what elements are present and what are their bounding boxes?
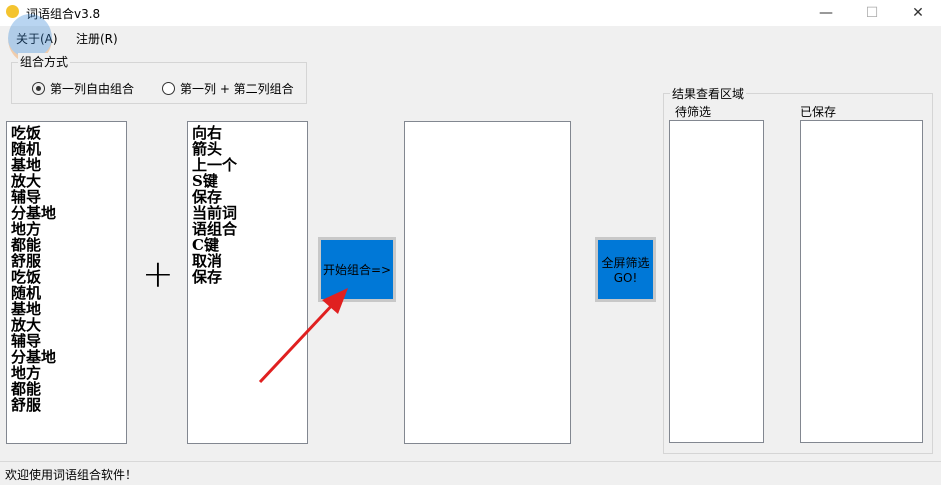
list-item[interactable]: 都能 xyxy=(11,380,42,398)
list-item[interactable]: 地方 xyxy=(11,364,42,382)
menu-bar: 关于(A) 注册(R) xyxy=(0,26,941,48)
app-icon xyxy=(6,5,19,18)
word-list-1[interactable]: 吃饭随机基地放大辅导分基地地方都能舒服吃饭随机基地放大辅导分基地地方都能舒服 xyxy=(6,121,127,444)
plus-icon: + xyxy=(142,252,174,296)
radio-checked-icon xyxy=(32,82,45,95)
list-item[interactable]: 基地 xyxy=(11,156,42,174)
list-item[interactable]: 随机 xyxy=(11,284,42,302)
list-item[interactable]: 语组合 xyxy=(192,220,238,238)
minimize-button[interactable]: — xyxy=(819,5,833,21)
close-button[interactable]: ✕ xyxy=(912,5,924,21)
list-item[interactable]: C键 xyxy=(192,236,219,254)
menu-about[interactable]: 关于(A) xyxy=(16,32,58,46)
list-item[interactable]: 舒服 xyxy=(11,396,42,414)
window-title: 词语组合v3.8 xyxy=(26,7,101,21)
list-item[interactable]: S键 xyxy=(192,172,218,190)
list-item[interactable]: 地方 xyxy=(11,220,42,238)
radio-free-combine[interactable]: 第一列自由组合 xyxy=(32,80,134,97)
pending-label: 待筛选 xyxy=(675,105,712,119)
list-item[interactable]: 分基地 xyxy=(11,348,57,366)
saved-label: 已保存 xyxy=(800,105,837,119)
radio-two-column[interactable]: 第一列 + 第二列组合 xyxy=(162,80,294,97)
status-bar: 欢迎使用词语组合软件！ xyxy=(0,461,941,485)
radio-unchecked-icon xyxy=(162,82,175,95)
maximize-button[interactable]: ☐ xyxy=(865,5,879,21)
red-arrow-annotation xyxy=(258,288,348,384)
combine-result-list[interactable] xyxy=(404,121,571,444)
list-item[interactable]: 基地 xyxy=(11,300,42,318)
saved-list[interactable] xyxy=(800,120,923,443)
results-title: 结果查看区域 xyxy=(670,85,747,102)
status-text: 欢迎使用词语组合软件！ xyxy=(5,468,138,482)
list-item[interactable]: 放大 xyxy=(11,316,42,334)
list-item[interactable]: 辅导 xyxy=(11,188,42,206)
pending-list[interactable] xyxy=(669,120,764,443)
list-item[interactable]: 向右 xyxy=(192,124,223,142)
mode-group-title: 组合方式 xyxy=(18,53,71,70)
list-item[interactable]: 随机 xyxy=(11,140,42,158)
list-item[interactable]: 取消 xyxy=(192,252,223,270)
list-item[interactable]: 当前词 xyxy=(192,204,238,222)
list-item[interactable]: 分基地 xyxy=(11,204,57,222)
list-item[interactable]: 辅导 xyxy=(11,332,42,350)
results-group: 结果查看区域 待筛选 已保存 xyxy=(663,85,933,454)
list-item[interactable]: 吃饭 xyxy=(11,124,42,142)
list-item[interactable]: 都能 xyxy=(11,236,42,254)
list-item[interactable]: 箭头 xyxy=(192,140,223,158)
start-combine-button[interactable]: 开始组合=> xyxy=(318,237,396,302)
list-item[interactable]: 吃饭 xyxy=(11,268,42,286)
list-item[interactable]: 保存 xyxy=(192,268,223,286)
list-item[interactable]: 舒服 xyxy=(11,252,42,270)
title-bar: 词语组合v3.8 — ☐ ✕ xyxy=(0,0,941,26)
menu-register[interactable]: 注册(R) xyxy=(76,32,118,46)
list-item[interactable]: 上一个 xyxy=(192,156,238,174)
mode-group: 组合方式 第一列自由组合 第一列 + 第二列组合 xyxy=(11,53,307,104)
list-item[interactable]: 保存 xyxy=(192,188,223,206)
list-item[interactable]: 放大 xyxy=(11,172,42,190)
